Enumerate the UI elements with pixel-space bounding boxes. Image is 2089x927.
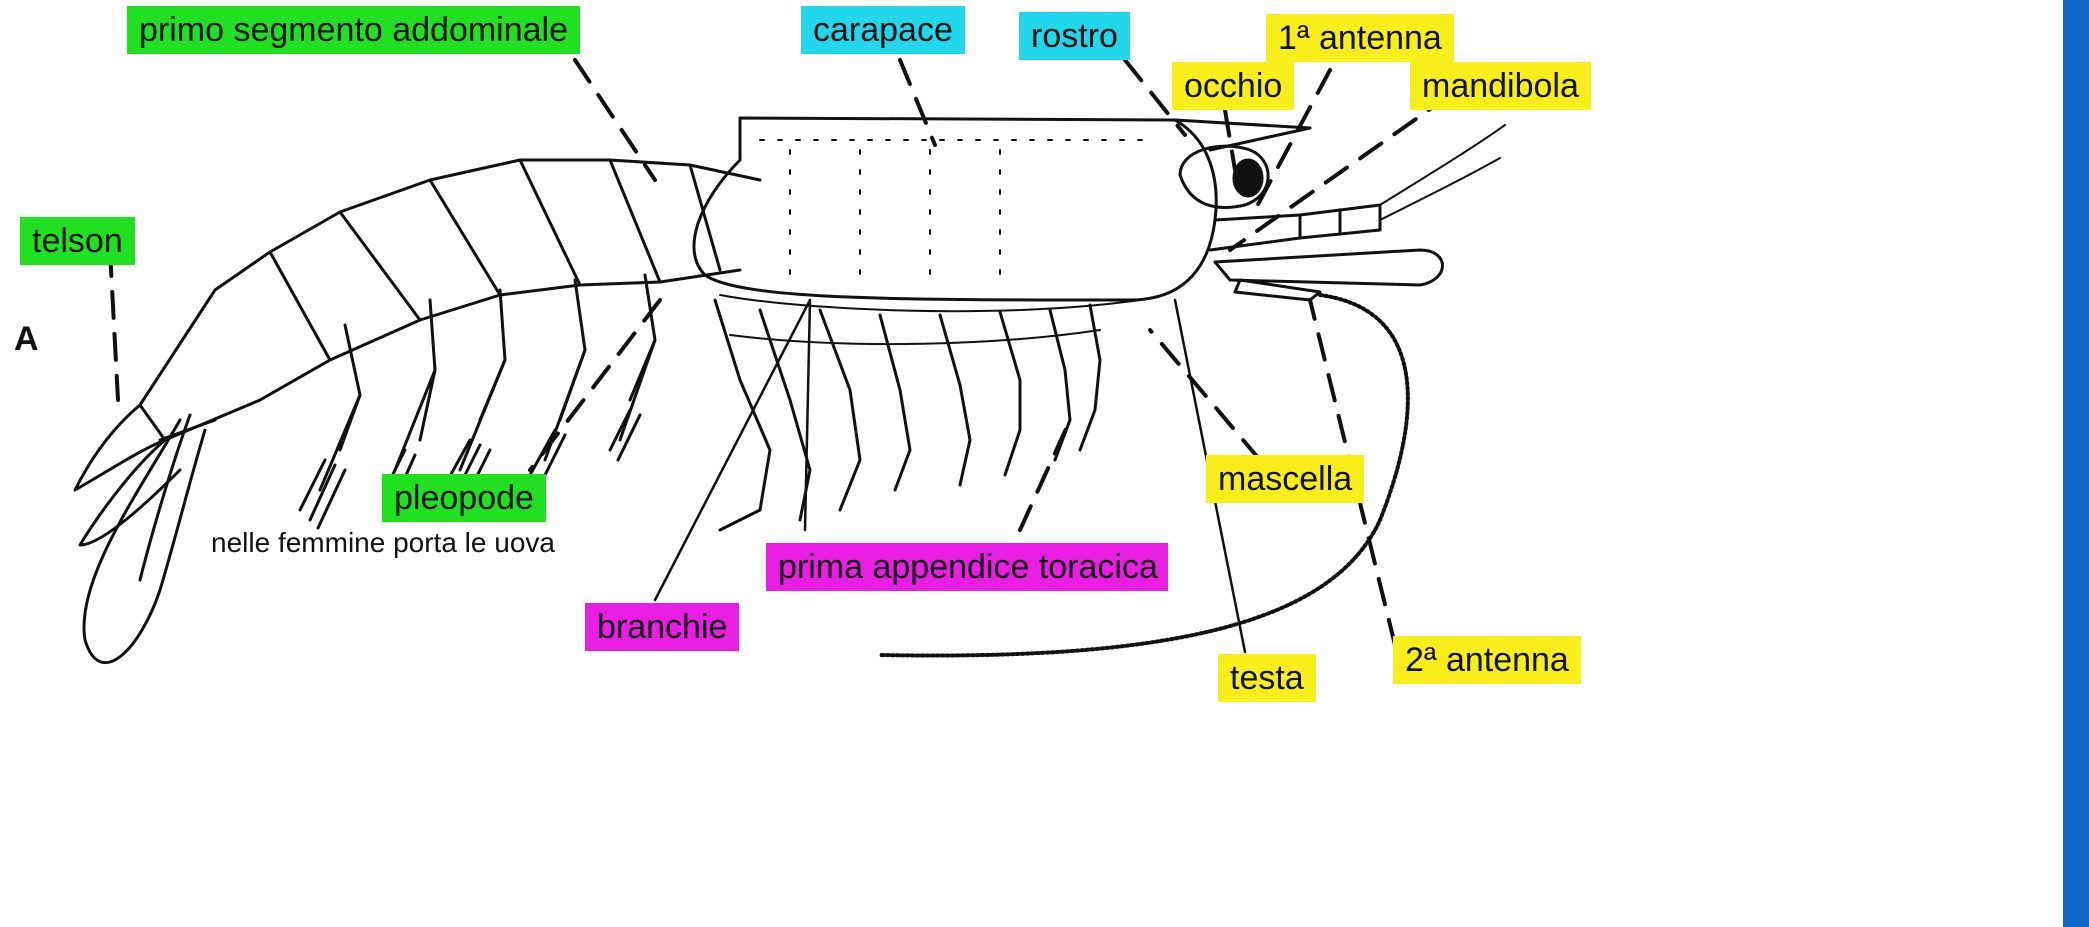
pleopode-note: nelle femmine porta le uova [211,527,555,559]
leader-carapace [900,60,935,145]
edge-bar [2063,0,2089,927]
label-mascella: mascella [1206,455,1364,503]
abdomen-outline [140,160,760,440]
label-mandibola: mandibola [1410,62,1591,110]
label-primo-segmento: primo segmento addominale [127,6,580,54]
label-occhio: occhio [1172,62,1294,110]
thoracic-legs [715,295,1140,530]
label-telson: telson [20,217,135,265]
label-branchie: branchie [585,603,739,651]
label-antenna1: 1ª antenna [1266,14,1454,62]
figure-letter: A [14,320,39,359]
label-pleopode: pleopode [382,474,546,522]
carapace-outline [694,118,1216,300]
label-rostro: rostro [1019,12,1130,60]
label-testa: testa [1218,654,1316,702]
label-prima-appendice: prima appendice toracica [766,543,1168,591]
leader-telson [110,250,118,400]
leader-mascella [1150,330,1260,460]
leader-prima-appendice [1020,420,1070,530]
head-outline [1175,120,1505,300]
leader-occhio [1225,110,1235,170]
tail-fan [75,405,215,663]
label-carapace: carapace [801,6,965,54]
label-antenna2: 2ª antenna [1393,636,1581,684]
